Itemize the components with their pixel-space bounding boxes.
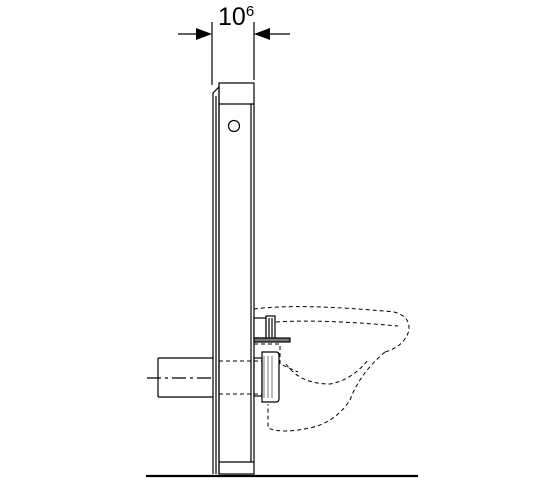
dimension-value: 10 bbox=[218, 3, 246, 31]
flush-button-icon bbox=[227, 119, 241, 133]
dimension-arrow-right-head bbox=[254, 28, 270, 40]
frame-body bbox=[218, 82, 255, 475]
dimension-arrow-left-head bbox=[196, 28, 212, 40]
mounting-frame bbox=[212, 82, 255, 475]
toilet-bowl-outline bbox=[219, 306, 410, 432]
drain-elbow-fitting bbox=[253, 351, 280, 403]
width-dimension: 106 bbox=[178, 3, 290, 85]
svg-text:106: 106 bbox=[218, 3, 254, 31]
supply-fitting bbox=[253, 315, 291, 343]
drain-pipe bbox=[147, 357, 213, 398]
dimension-superscript: 6 bbox=[246, 3, 254, 20]
